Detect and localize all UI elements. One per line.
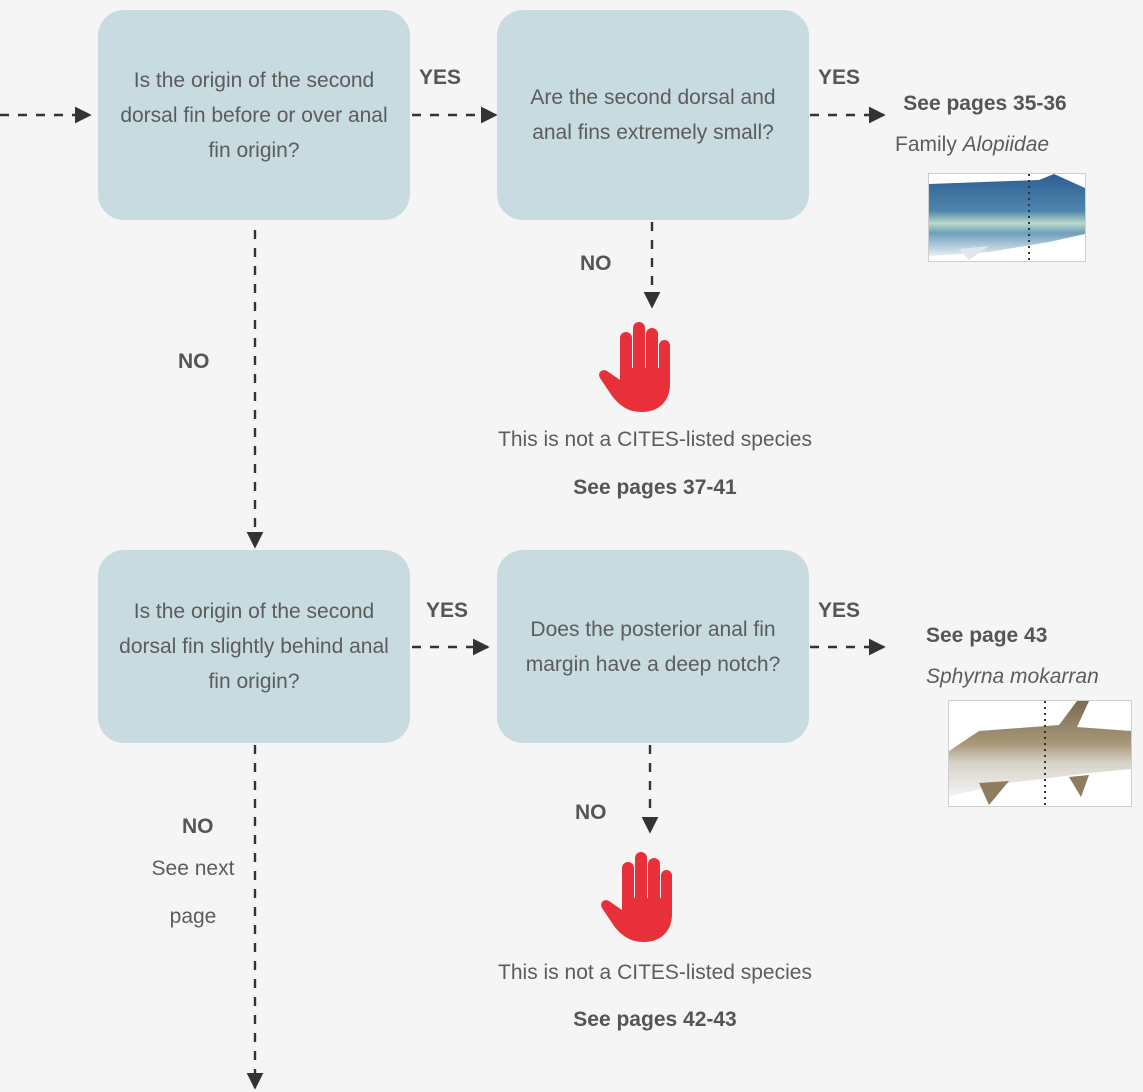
no-label-q3: NO	[182, 815, 214, 838]
page-word-text: page	[169, 905, 217, 928]
question-text-q2: Are the second dorsal and anal fins extr…	[530, 86, 776, 144]
yes-label-q3: YES	[426, 599, 469, 622]
sphyrna-species-label: Sphyrna mokarran	[926, 665, 1143, 689]
question-box-q3: Is the origin of the second dorsal fin s…	[98, 550, 410, 743]
family-prefix: Family	[895, 133, 963, 156]
question-text-q1: Is the origin of the second dorsal fin b…	[120, 68, 388, 162]
yes-label-q4: YES	[818, 599, 861, 622]
species-name: Sphyrna mokarran	[926, 665, 1099, 688]
no-label-q1: NO	[178, 350, 210, 373]
not-cites-pages-link-1[interactable]: See pages 37-41	[573, 476, 737, 499]
not-cites-text-1: This is not a CITES-listed species	[498, 428, 812, 451]
question-box-q4: Does the posterior anal fin margin have …	[497, 550, 809, 743]
sphyrna-pages-link[interactable]: See page 43	[926, 624, 1048, 647]
yes-label-q1: YES	[419, 66, 462, 89]
question-text-q3: Is the origin of the second dorsal fin s…	[119, 600, 389, 693]
alopiidae-shark-thumbnail	[928, 173, 1086, 262]
question-box-q2: Are the second dorsal and anal fins extr…	[497, 10, 809, 220]
family-name: Alopiidae	[962, 133, 1050, 156]
question-text-q4: Does the posterior anal fin margin have …	[525, 617, 781, 676]
yes-label-q2: YES	[818, 66, 861, 89]
not-cites-text-2: This is not a CITES-listed species	[498, 961, 812, 984]
not-cites-pages-link-2[interactable]: See pages 42-43	[573, 1008, 737, 1031]
stop-hand-icon	[599, 322, 670, 412]
sphyrna-shark-thumbnail	[948, 700, 1132, 807]
question-box-q1: Is the origin of the second dorsal fin b…	[98, 10, 410, 220]
see-next-text: See next	[151, 857, 235, 880]
alopiidae-family-label: Family Alopiidae	[895, 133, 1125, 157]
no-label-q2: NO	[580, 252, 612, 275]
no-label-q4: NO	[575, 801, 607, 824]
alopiidae-pages-link[interactable]: See pages 35-36	[903, 92, 1067, 115]
stop-hand-icon	[601, 852, 672, 942]
